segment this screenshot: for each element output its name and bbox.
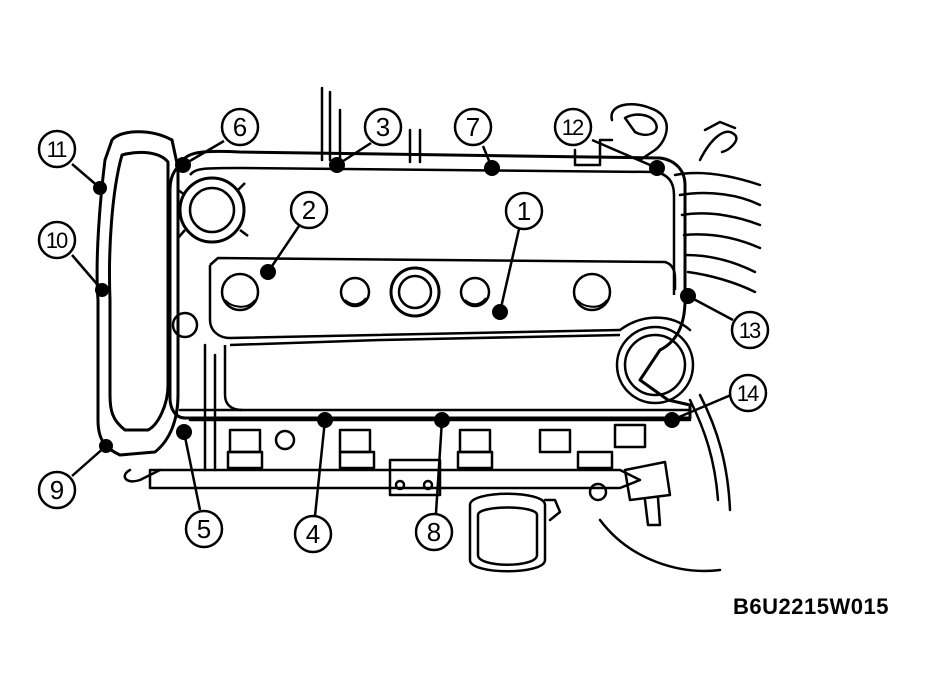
engine-background: [123, 86, 762, 573]
callout-bolt-3: 3: [363, 107, 403, 147]
callout-bolt-14: 14: [728, 373, 768, 413]
svg-text:9: 9: [50, 475, 64, 505]
svg-text:6: 6: [233, 112, 247, 142]
svg-text:12: 12: [562, 115, 584, 140]
svg-text:2: 2: [302, 195, 316, 225]
callout-bolt-7: 7: [453, 107, 493, 147]
timing-cover: [95, 130, 180, 457]
svg-text:8: 8: [427, 517, 441, 547]
callout-bolt-2: 2: [289, 190, 329, 230]
callout-bolt-8: 8: [414, 512, 454, 552]
leader-lines: [71, 138, 734, 517]
callout-bolt-10: 10: [37, 220, 77, 260]
callout-bolt-9: 9: [37, 470, 77, 510]
callout-bolt-12: 12: [553, 107, 593, 147]
figure-reference-code: B6U2215W015: [733, 594, 889, 619]
svg-text:11: 11: [47, 137, 68, 162]
callouts: 1 2 3 4 5 6 7 8 9 10 11 12 13 14: [37, 107, 770, 554]
callout-bolt-13: 13: [730, 310, 770, 350]
cylinder-head-cover: [168, 149, 692, 420]
svg-text:10: 10: [46, 228, 68, 253]
callout-bolt-1: 1: [504, 191, 544, 231]
callout-bolt-5: 5: [184, 509, 224, 549]
svg-text:5: 5: [197, 514, 211, 544]
svg-text:13: 13: [739, 318, 761, 343]
callout-bolt-6: 6: [220, 107, 260, 147]
svg-text:3: 3: [376, 112, 390, 142]
svg-text:7: 7: [466, 112, 480, 142]
svg-text:1: 1: [517, 196, 531, 226]
svg-text:4: 4: [306, 519, 320, 549]
svg-text:14: 14: [737, 381, 759, 406]
callout-bolt-4: 4: [293, 514, 333, 554]
callout-bolt-11: 11: [37, 129, 77, 169]
